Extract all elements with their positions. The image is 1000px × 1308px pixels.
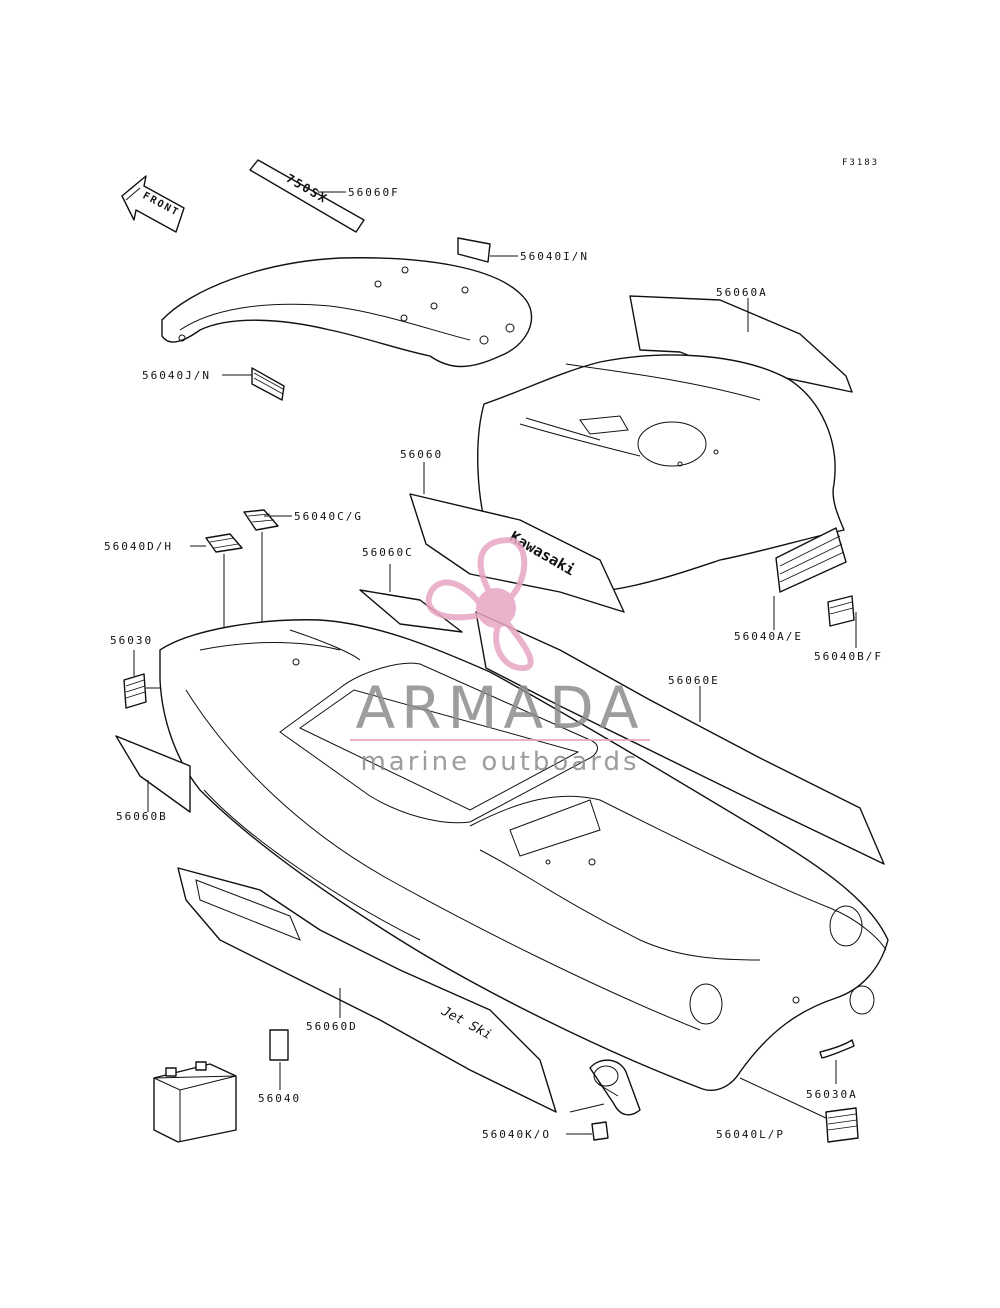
figure-id: F3183 [842, 158, 879, 168]
label-56060C: 56060C [362, 546, 414, 559]
label-56040AE: 56040A/E [734, 630, 803, 643]
fuel-cap-icon [589, 1059, 641, 1116]
decal-56040DH [205, 533, 243, 553]
decal-56060E [475, 611, 885, 865]
label-56060: 56060 [400, 448, 443, 461]
label-56060E: 56060E [668, 674, 720, 687]
decal-56030 [123, 673, 147, 709]
label-56040CG: 56040C/G [294, 510, 363, 523]
propeller-logo-icon [425, 536, 534, 672]
front-arrow-icon: FRONT [121, 175, 185, 233]
label-56040KO: 56040K/O [482, 1128, 551, 1141]
decal-56040BF [827, 595, 855, 627]
decal-56040CG [243, 509, 279, 531]
decal-56040LP [825, 1107, 859, 1143]
decal-56060C [359, 589, 463, 633]
decal-56040KO [591, 1121, 609, 1141]
decal-56040AE [775, 527, 847, 593]
label-56040IN: 56040I/N [520, 250, 589, 263]
label-56030: 56030 [110, 634, 153, 647]
decal-56060B [115, 735, 191, 813]
label-56030A: 56030A [806, 1088, 858, 1101]
svg-text:ARMADA: ARMADA [355, 674, 644, 742]
hull [159, 619, 889, 1091]
label-56060D: 56060D [306, 1020, 358, 1033]
battery-icon [153, 1061, 237, 1143]
label-56040DH: 56040D/H [104, 540, 173, 553]
label-56040BF: 56040B/F [814, 650, 883, 663]
decal-56030A [819, 1039, 855, 1059]
label-56040LP: 56040L/P [716, 1128, 785, 1141]
decal-56040JN [251, 367, 285, 401]
decal-56060A [629, 295, 853, 393]
decal-56040 [269, 1029, 289, 1061]
svg-text:marine outboards: marine outboards [360, 747, 639, 777]
decal-56060D: Jet Ski [177, 867, 557, 1113]
label-56060F: 56060F [348, 186, 400, 199]
label-56040JN: 56040J/N [142, 369, 211, 382]
watermark: ARMADA marine outboards [350, 536, 650, 777]
decal-56040IN [457, 237, 491, 263]
front-hood [161, 257, 533, 368]
label-56060B: 56060B [116, 810, 168, 823]
label-56040: 56040 [258, 1092, 301, 1105]
decal-56060F: 750SX [249, 159, 365, 233]
label-56060A: 56060A [716, 286, 768, 299]
